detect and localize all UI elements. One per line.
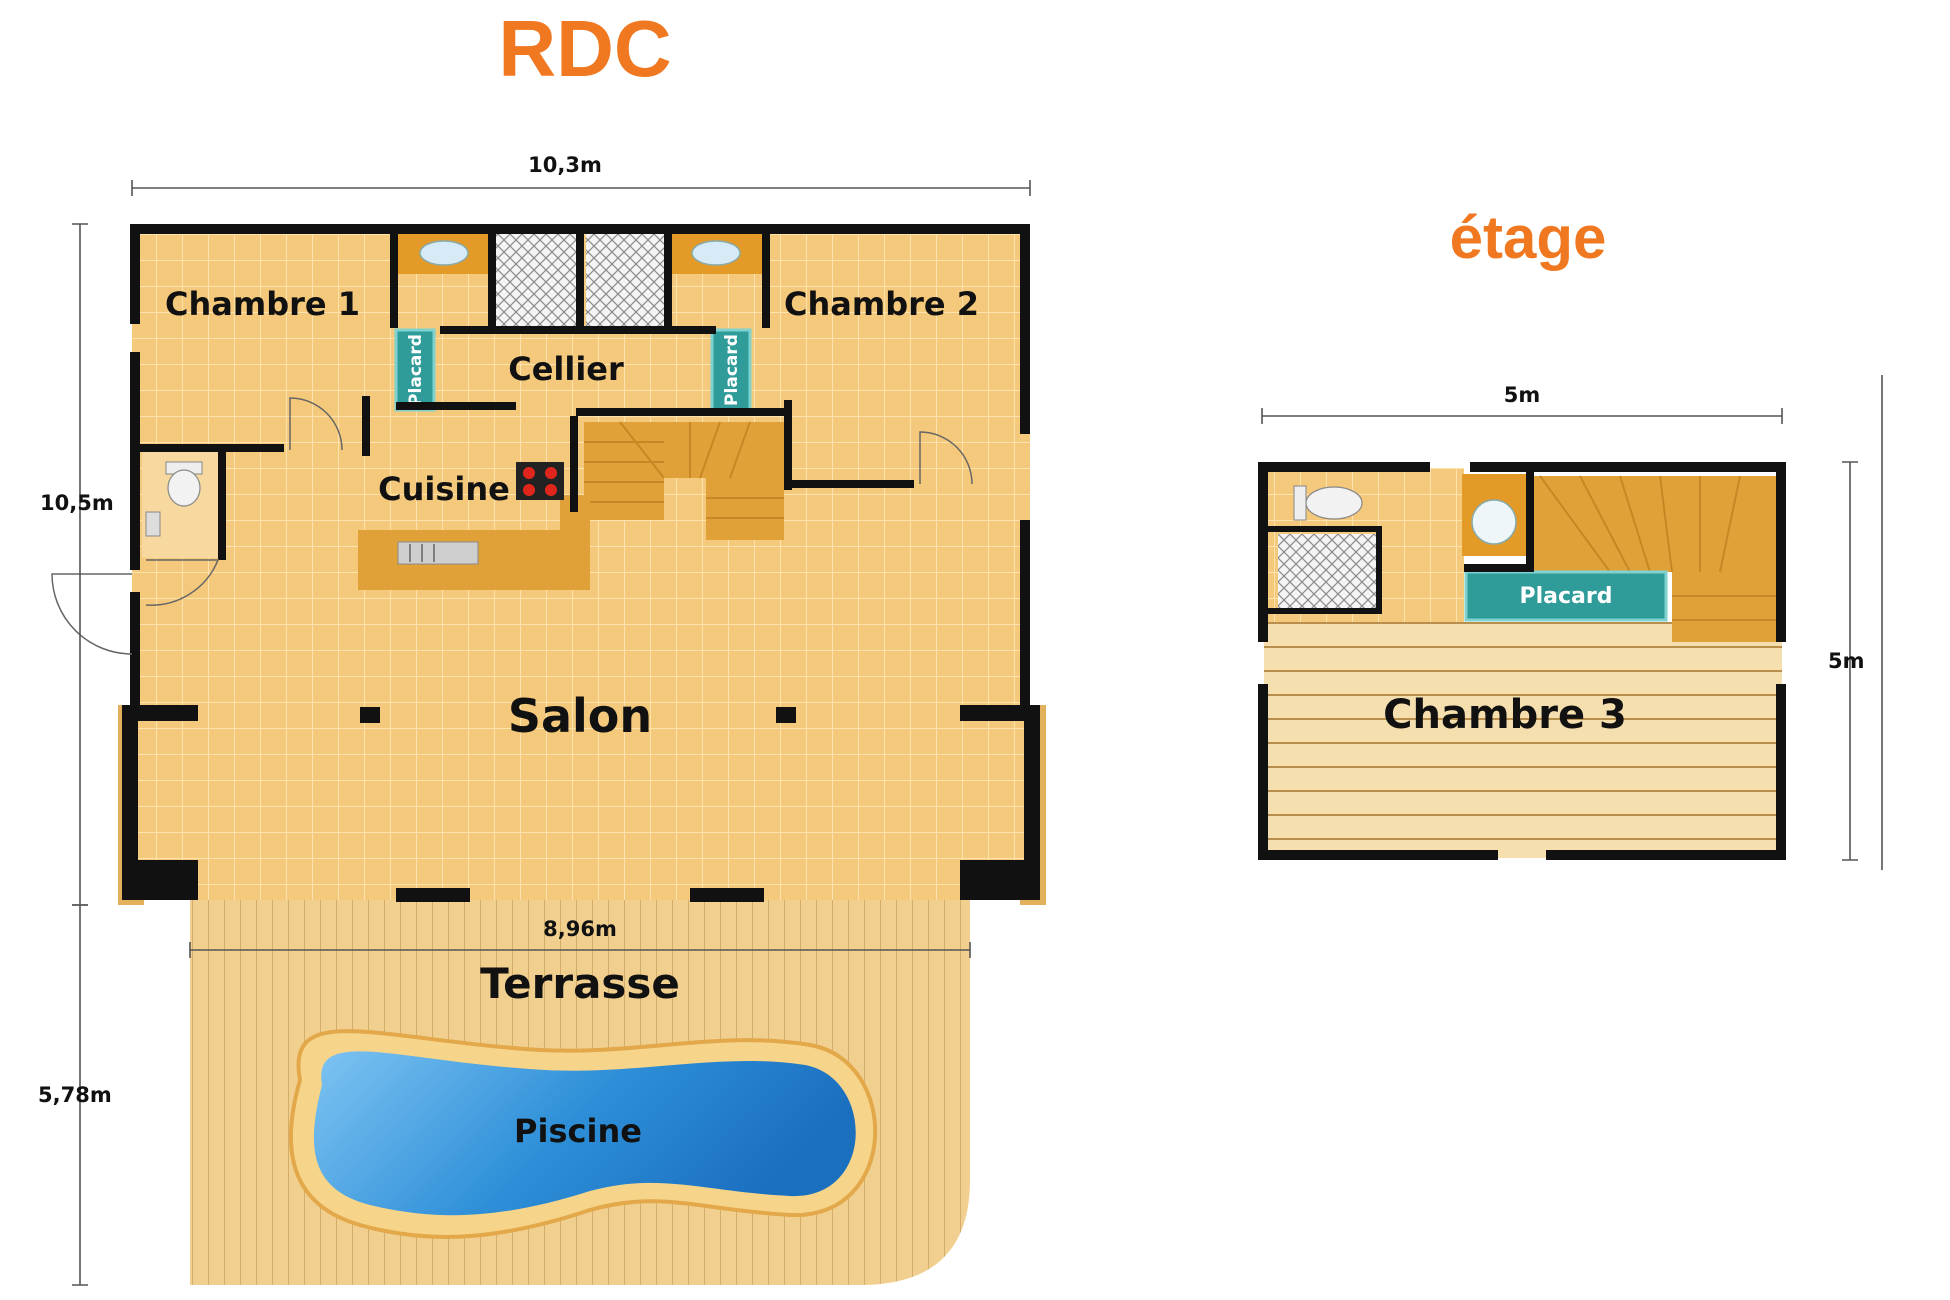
room-label-chambre-2: Chambre 2 bbox=[784, 285, 979, 323]
bedroom3-floor bbox=[1264, 622, 1782, 858]
wc-sink-icon bbox=[145, 511, 161, 537]
placard-1-label: Placard bbox=[406, 334, 426, 406]
sink-icon-2 bbox=[691, 240, 741, 266]
ground-width-dimension: 10,3m bbox=[528, 153, 602, 177]
upper-shower bbox=[1278, 534, 1380, 610]
room-label-chambre-3: Chambre 3 bbox=[1383, 692, 1627, 738]
sink-icon-1 bbox=[419, 240, 469, 266]
room-label-piscine: Piscine bbox=[514, 1112, 642, 1150]
upper-floor-plan: Placard étage 5m 5m Chambre 3 bbox=[1258, 204, 1883, 870]
room-label-cellier: Cellier bbox=[508, 350, 624, 388]
doors-ground bbox=[51, 397, 973, 655]
swimming-pool bbox=[288, 1029, 878, 1239]
placard-upper-label: Placard bbox=[1520, 584, 1613, 609]
placard-2 bbox=[710, 328, 752, 412]
upper-depth-dimension: 5m bbox=[1828, 649, 1865, 673]
placard-upper bbox=[1464, 570, 1668, 622]
dimension-lines-ground bbox=[72, 180, 1031, 1286]
cooktop-icon bbox=[516, 462, 564, 500]
room-label-salon: Salon bbox=[508, 689, 652, 743]
kitchen-counter bbox=[358, 462, 590, 590]
ground-floor-walls bbox=[122, 224, 1040, 902]
ground-depth-dimension: 10,5m bbox=[40, 491, 114, 515]
upper-toilet-tank bbox=[1293, 485, 1307, 521]
placard-1 bbox=[394, 328, 436, 412]
upper-toilet-icon bbox=[1305, 486, 1363, 520]
room-label-chambre-1: Chambre 1 bbox=[165, 285, 360, 323]
upper-floor-walls bbox=[1258, 462, 1786, 860]
terrace-depth-dimension: 5,78m bbox=[38, 1083, 112, 1107]
room-label-cuisine: Cuisine bbox=[378, 470, 510, 508]
room-label-terrasse: Terrasse bbox=[480, 959, 680, 1008]
dimension-lines-upper bbox=[1261, 375, 1883, 870]
terrace-width-dimension: 8,96m bbox=[543, 917, 617, 941]
upper-sink-icon bbox=[1471, 499, 1517, 545]
upper-floor-title: étage bbox=[1450, 204, 1607, 271]
toilet-icon bbox=[167, 469, 201, 507]
shower-1 bbox=[496, 232, 576, 328]
ground-floor-title: RDC bbox=[498, 4, 671, 93]
stairs-ground bbox=[584, 421, 784, 540]
upper-width-dimension: 5m bbox=[1504, 383, 1541, 407]
shower-2 bbox=[586, 232, 666, 328]
stairs-upper bbox=[1532, 475, 1776, 642]
placard-2-label: Placard bbox=[722, 334, 742, 406]
ground-floor-plan: Placard Placard bbox=[38, 4, 1046, 1286]
